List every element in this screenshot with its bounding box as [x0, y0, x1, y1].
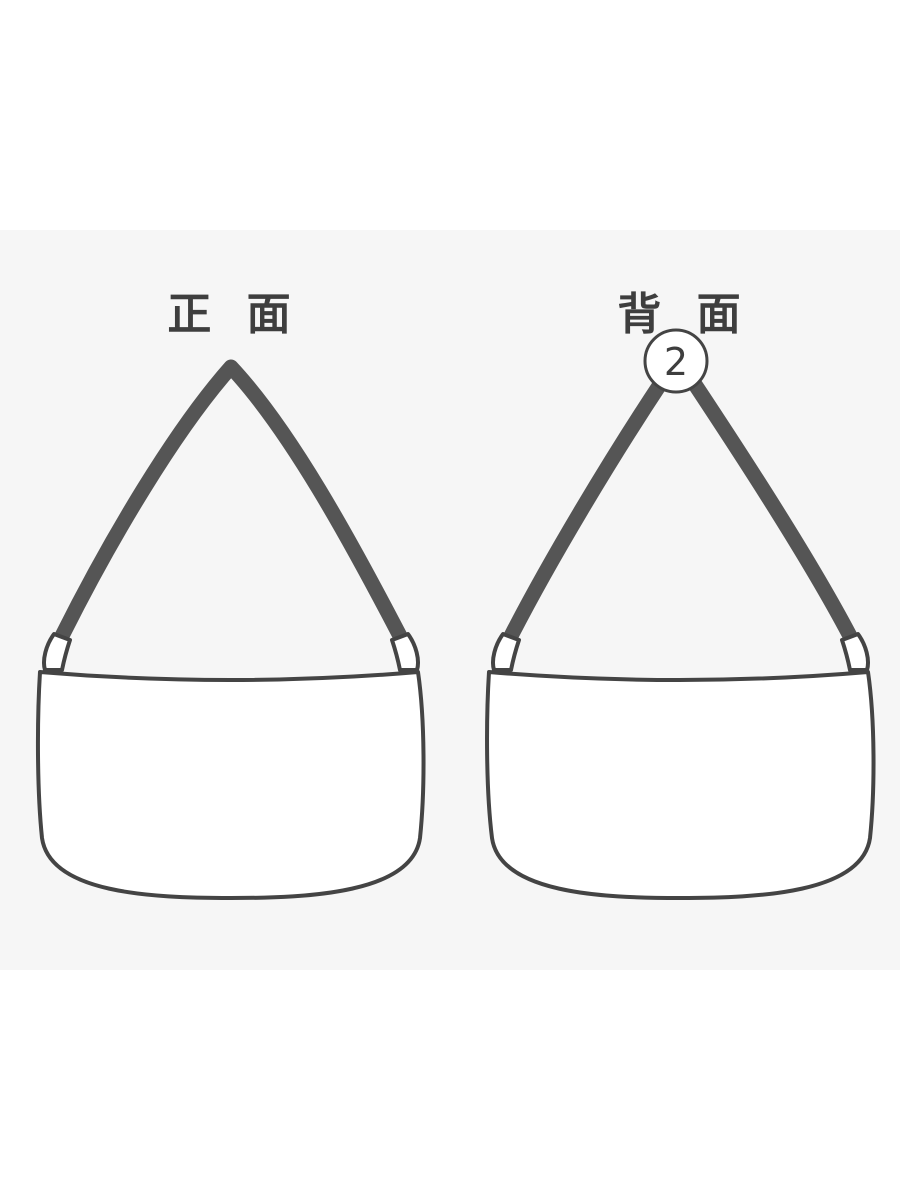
back-marker-circle	[643, 328, 709, 394]
back-marker: 2	[643, 328, 709, 394]
front-strap-right-tab	[390, 632, 420, 672]
back-marker-number: 2	[664, 340, 688, 384]
front-view-label: 正 面	[167, 289, 301, 340]
front-bag-body	[35, 670, 426, 900]
front-strap-left-tab	[42, 632, 72, 672]
back-strap-left-tab	[491, 632, 521, 672]
back-bag: 2	[485, 328, 876, 900]
back-strap-right	[686, 375, 858, 644]
front-strap	[54, 359, 408, 644]
back-strap-left	[503, 375, 669, 644]
front-bag	[35, 359, 426, 900]
back-strap-right-tab	[840, 632, 870, 672]
back-bag-body	[485, 670, 876, 900]
